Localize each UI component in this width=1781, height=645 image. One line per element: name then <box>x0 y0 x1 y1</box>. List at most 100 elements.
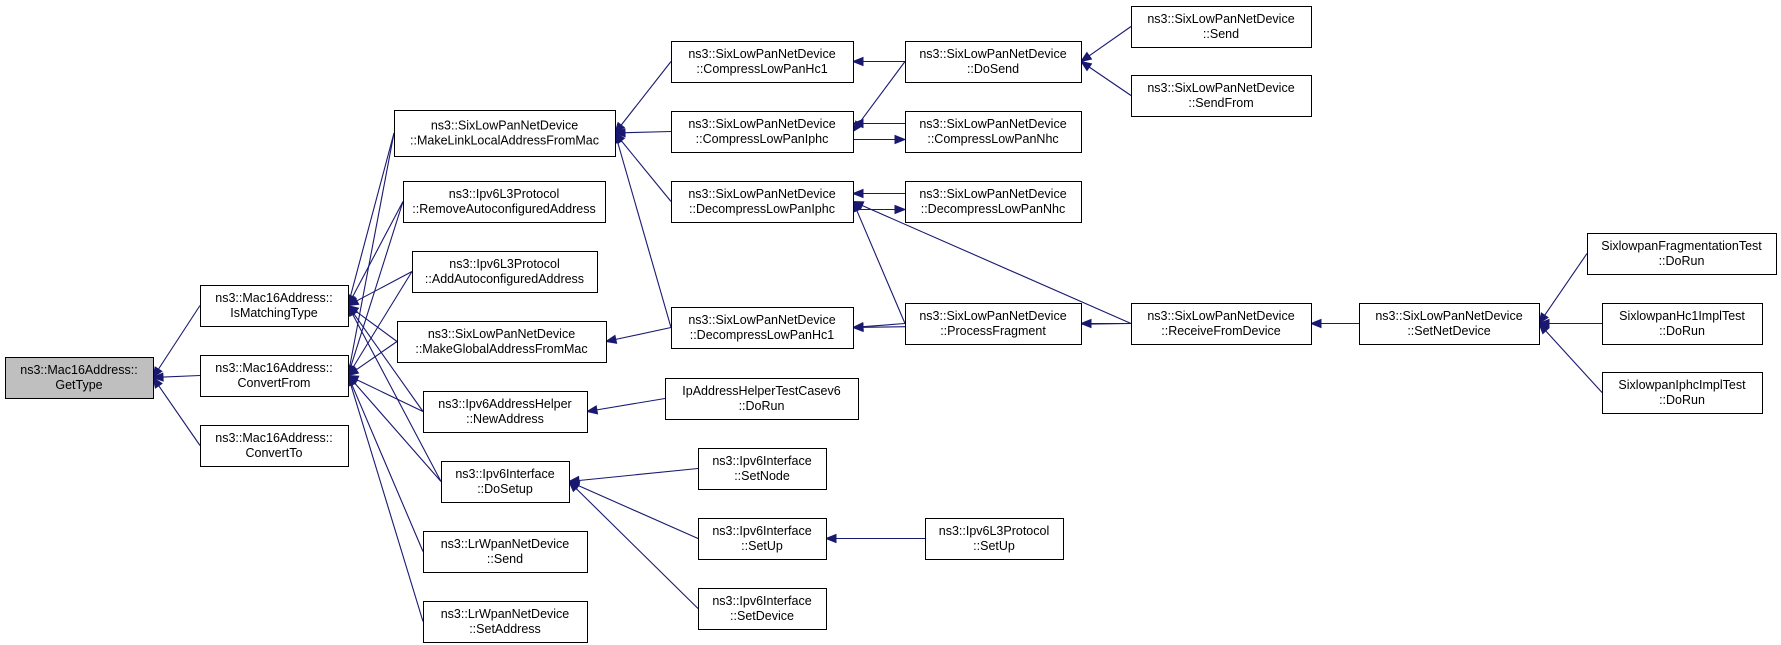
node-dosetup[interactable]: ns3::Ipv6Interface::DoSetup <box>441 461 570 503</box>
node-box[interactable] <box>671 181 854 223</box>
node-decompnhc[interactable]: ns3::SixLowPanNetDevice::DecompressLowPa… <box>905 181 1082 223</box>
node-box[interactable] <box>200 425 349 467</box>
node-newaddr[interactable]: ns3::Ipv6AddressHelper::NewAddress <box>423 391 588 433</box>
node-iphctest[interactable]: SixlowpanIphcImplTest::DoRun <box>1602 372 1763 414</box>
edge-recvfrom-to-decompiphc <box>851 200 1132 325</box>
node-addauto[interactable]: ns3::Ipv6L3Protocol::AddAutoconfiguredAd… <box>412 251 598 293</box>
node-recvfrom[interactable]: ns3::SixLowPanNetDevice::ReceiveFromDevi… <box>1131 303 1312 345</box>
node-decompiphc[interactable]: ns3::SixLowPanNetDevice::DecompressLowPa… <box>671 181 854 223</box>
edge-line <box>351 384 424 552</box>
node-box[interactable] <box>905 303 1082 345</box>
node-label: ns3::SixLowPanNetDevice <box>688 47 835 61</box>
node-label: ns3::Ipv6L3Protocol <box>939 524 1050 538</box>
node-label: ConvertTo <box>246 446 303 460</box>
edge-line <box>862 322 906 328</box>
node-mklink[interactable]: ns3::SixLowPanNetDevice::MakeLinkLocalAd… <box>394 110 616 157</box>
node-sendfrom[interactable]: ns3::SixLowPanNetDevice::SendFrom <box>1131 75 1312 117</box>
edge-line <box>624 130 672 134</box>
node-label: ::DecompressLowPanNhc <box>921 202 1066 216</box>
edge-line <box>352 314 442 482</box>
edge-line <box>349 132 395 366</box>
node-convto[interactable]: ns3::Mac16Address::ConvertTo <box>200 425 349 467</box>
arrowhead-icon <box>152 366 163 379</box>
node-box[interactable] <box>200 285 349 327</box>
node-box[interactable] <box>5 357 154 399</box>
node-l3setup[interactable]: ns3::Ipv6L3Protocol::SetUp <box>925 518 1064 560</box>
edge-recvfrom-to-procfrag <box>1079 318 1131 329</box>
node-setup[interactable]: ns3::Ipv6Interface::SetUp <box>698 518 827 560</box>
node-compiphc[interactable]: ns3::SixLowPanNetDevice::CompressLowPanI… <box>671 111 854 153</box>
node-box[interactable] <box>423 391 588 433</box>
node-label: ns3::SixLowPanNetDevice <box>919 309 1066 323</box>
node-hc1test[interactable]: SixlowpanHc1ImplTest::DoRun <box>1602 303 1763 345</box>
edge-line <box>356 271 413 302</box>
node-box[interactable] <box>671 307 854 349</box>
node-lrsend[interactable]: ns3::LrWpanNetDevice::Send <box>423 531 588 573</box>
node-compnhc[interactable]: ns3::SixLowPanNetDevice::CompressLowPanN… <box>905 111 1082 153</box>
node-box[interactable] <box>423 531 588 573</box>
edge-iptest-to-newaddr <box>585 397 666 415</box>
node-box[interactable] <box>665 378 859 420</box>
node-label: ConvertFrom <box>238 376 311 390</box>
node-setdevice[interactable]: ns3::Ipv6Interface::SetDevice <box>698 588 827 630</box>
node-label: ns3::SixLowPanNetDevice <box>688 313 835 327</box>
node-box[interactable] <box>905 41 1082 83</box>
node-fragtest[interactable]: SixlowpanFragmentationTest::DoRun <box>1587 233 1777 275</box>
node-label: ns3::Ipv6L3Protocol <box>449 257 560 271</box>
node-box[interactable] <box>1131 6 1312 48</box>
node-box[interactable] <box>671 111 854 153</box>
edge-mklink-to-ismatch <box>346 132 395 307</box>
node-send[interactable]: ns3::SixLowPanNetDevice::Send <box>1131 6 1312 48</box>
node-label: ns3::SixLowPanNetDevice <box>431 119 578 133</box>
node-box[interactable] <box>397 321 607 363</box>
node-box[interactable] <box>698 518 827 560</box>
node-iptest[interactable]: IpAddressHelperTestCasev6::DoRun <box>665 378 859 420</box>
node-mkglob[interactable]: ns3::SixLowPanNetDevice::MakeGlobalAddre… <box>397 321 607 363</box>
edge-comphc1-to-mklink <box>614 61 672 135</box>
node-label: ns3::SixLowPanNetDevice <box>428 327 575 341</box>
node-gettype[interactable]: ns3::Mac16Address::GetType <box>5 357 154 399</box>
arrowhead-icon <box>346 365 360 377</box>
node-comphc1[interactable]: ns3::SixLowPanNetDevice::CompressLowPanH… <box>671 41 854 83</box>
node-box[interactable] <box>905 111 1082 153</box>
node-box[interactable] <box>905 181 1082 223</box>
node-label: ::SendFrom <box>1188 96 1253 110</box>
node-box[interactable] <box>403 181 606 223</box>
node-box[interactable] <box>698 448 827 490</box>
node-box[interactable] <box>1359 303 1540 345</box>
node-box[interactable] <box>394 110 616 157</box>
node-box[interactable] <box>698 588 827 630</box>
node-label: ::DecompressLowPanHc1 <box>690 328 835 342</box>
node-ismatch[interactable]: ns3::Mac16Address::IsMatchingType <box>200 285 349 327</box>
node-setnode[interactable]: ns3::Ipv6Interface::SetNode <box>698 448 827 490</box>
node-box[interactable] <box>671 41 854 83</box>
node-box[interactable] <box>1587 233 1777 275</box>
node-setnetdev[interactable]: ns3::SixLowPanNetDevice::SetNetDevice <box>1359 303 1540 345</box>
node-label: ::DoSend <box>967 62 1019 76</box>
node-procfrag[interactable]: ns3::SixLowPanNetDevice::ProcessFragment <box>905 303 1082 345</box>
node-label: ::CompressLowPanIphc <box>696 132 829 146</box>
node-decomphc1[interactable]: ns3::SixLowPanNetDevice::DecompressLowPa… <box>671 307 854 349</box>
node-box[interactable] <box>200 355 349 397</box>
node-box[interactable] <box>441 461 570 503</box>
edge-setup-to-dosetup <box>567 480 699 540</box>
arrowhead-icon <box>1079 60 1093 72</box>
node-label: ns3::Ipv6L3Protocol <box>449 187 560 201</box>
node-box[interactable] <box>412 251 598 293</box>
edge-procfrag-to-decompiphc <box>852 200 906 324</box>
node-box[interactable] <box>1602 372 1763 414</box>
node-label: ns3::Mac16Address:: <box>215 431 332 445</box>
node-box[interactable] <box>1602 303 1763 345</box>
node-box[interactable] <box>423 601 588 643</box>
node-lrsetaddr[interactable]: ns3::LrWpanNetDevice::SetAddress <box>423 601 588 643</box>
node-dosend[interactable]: ns3::SixLowPanNetDevice::DoSend <box>905 41 1082 83</box>
edge-line <box>1545 330 1603 393</box>
node-rmauto[interactable]: ns3::Ipv6L3Protocol::RemoveAutoconfigure… <box>403 181 606 223</box>
node-convfrom[interactable]: ns3::Mac16Address::ConvertFrom <box>200 355 349 397</box>
node-box[interactable] <box>925 518 1064 560</box>
node-box[interactable] <box>1131 75 1312 117</box>
edge-line <box>861 205 1132 325</box>
node-box[interactable] <box>1131 303 1312 345</box>
edge-line <box>352 201 404 297</box>
node-label: ns3::SixLowPanNetDevice <box>1147 12 1294 26</box>
